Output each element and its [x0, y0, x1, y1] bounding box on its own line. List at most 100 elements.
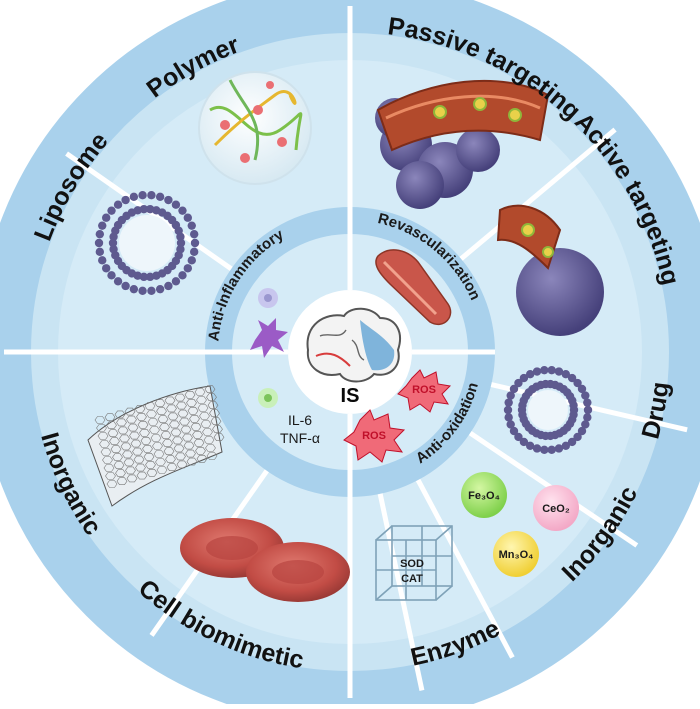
graphene-hex	[147, 418, 159, 426]
graphene-hex	[126, 474, 138, 483]
lipid-head	[171, 200, 181, 209]
lipid-head	[189, 247, 199, 257]
lipid-head	[147, 286, 156, 295]
lipid-head	[94, 238, 104, 248]
graphene-hex	[127, 423, 139, 432]
graphene-hex	[166, 463, 178, 472]
liposome-core	[119, 215, 175, 271]
graphene-hex	[199, 412, 210, 420]
graphene-hex	[136, 471, 148, 480]
lipid-head	[98, 256, 107, 265]
passive-targeting-illustration	[375, 79, 550, 209]
graphene-hex	[143, 452, 155, 461]
graphene-hex	[183, 441, 195, 450]
graphene-hex	[155, 458, 166, 466]
ros-label-1: ROS	[412, 384, 436, 396]
graphene-hex	[159, 423, 170, 432]
lipid-head	[108, 238, 118, 248]
graphene-hex	[202, 428, 213, 436]
graphene-hex	[196, 396, 207, 404]
graphene-hex	[206, 452, 218, 460]
graphene-hex	[109, 437, 120, 446]
lipid-head	[509, 426, 519, 436]
graphene-hex	[195, 446, 206, 455]
graphene-hex	[170, 428, 182, 437]
lipid-head	[504, 413, 513, 422]
graphene-hex	[123, 458, 135, 467]
lipid-head	[554, 367, 564, 376]
lipid-head	[506, 391, 515, 400]
graphene-hex	[140, 436, 152, 445]
graphene-hex	[190, 422, 202, 431]
graphene-hex	[204, 385, 216, 394]
graphene-hex	[206, 393, 217, 402]
graphene-hex	[156, 407, 167, 416]
graphene-hex	[114, 410, 126, 419]
graphene-hex	[146, 410, 157, 418]
lipid-head	[514, 432, 523, 442]
polymer-nanoparticle	[198, 71, 312, 185]
graphene-hex	[174, 393, 186, 402]
graphene-hex	[187, 406, 199, 415]
graphene-hex	[129, 431, 140, 440]
graphene-hex	[212, 425, 223, 434]
vessel-revascularization	[375, 249, 452, 325]
il6-label: IL-6	[288, 412, 312, 428]
lipid-head	[519, 437, 529, 447]
graphene-hex	[110, 445, 122, 454]
graphene-hex	[149, 426, 160, 434]
lipid-head	[121, 195, 130, 205]
lipid-head	[189, 229, 199, 239]
graphene-hex	[104, 413, 116, 422]
liposome-core	[528, 390, 568, 430]
graphene-hex	[103, 464, 115, 472]
graphene-hex	[150, 434, 162, 442]
graphene-hex	[192, 430, 203, 439]
graphene-hex	[169, 420, 180, 429]
lipid-head	[187, 221, 196, 230]
graphene-hex	[197, 404, 209, 412]
graphene-hex	[172, 436, 183, 445]
lipid-head	[567, 437, 577, 447]
lipid-head	[554, 444, 564, 453]
lipid-head	[540, 365, 549, 375]
mn3o4-label: Mn₃O₄	[499, 549, 534, 561]
lipid-head	[547, 365, 556, 375]
graphene-hex	[100, 448, 112, 456]
lipid-head	[525, 441, 535, 451]
mn3o4-particle	[493, 531, 539, 577]
graphene-hex	[119, 434, 130, 443]
lipid-head	[567, 373, 577, 383]
lipid-head	[506, 420, 515, 429]
red-blood-cells	[180, 518, 350, 602]
lipid-head	[176, 238, 186, 248]
graphene-hex	[166, 404, 177, 413]
graphene-hex	[207, 401, 219, 410]
lipid-head	[583, 413, 592, 422]
graphene-hex	[205, 444, 216, 452]
lipid-head	[525, 369, 535, 379]
lipid-head	[147, 191, 156, 200]
lipid-head	[98, 221, 107, 230]
graphene-hex	[125, 466, 136, 475]
graphene-hex	[163, 447, 175, 456]
graphene-hex	[126, 415, 137, 424]
graphene-sheet	[87, 385, 225, 507]
ceo2-particle	[533, 485, 579, 531]
fe3o4-particle	[461, 472, 507, 518]
lipid-head	[573, 378, 582, 388]
graphene-hex	[182, 433, 193, 442]
graphene-hex	[154, 399, 166, 408]
graphene-hex	[165, 455, 176, 464]
graphene-hex	[194, 388, 206, 396]
lipid-head	[573, 432, 582, 442]
lipid-head	[183, 213, 193, 222]
graphene-hex	[196, 454, 208, 463]
lipid-head	[581, 420, 590, 429]
graphene-hex	[106, 480, 118, 488]
tnf-alpha-label: TNF-α	[280, 430, 320, 446]
lipid-head	[95, 229, 105, 239]
graphene-hex	[203, 436, 215, 444]
lipid-head	[129, 284, 139, 294]
